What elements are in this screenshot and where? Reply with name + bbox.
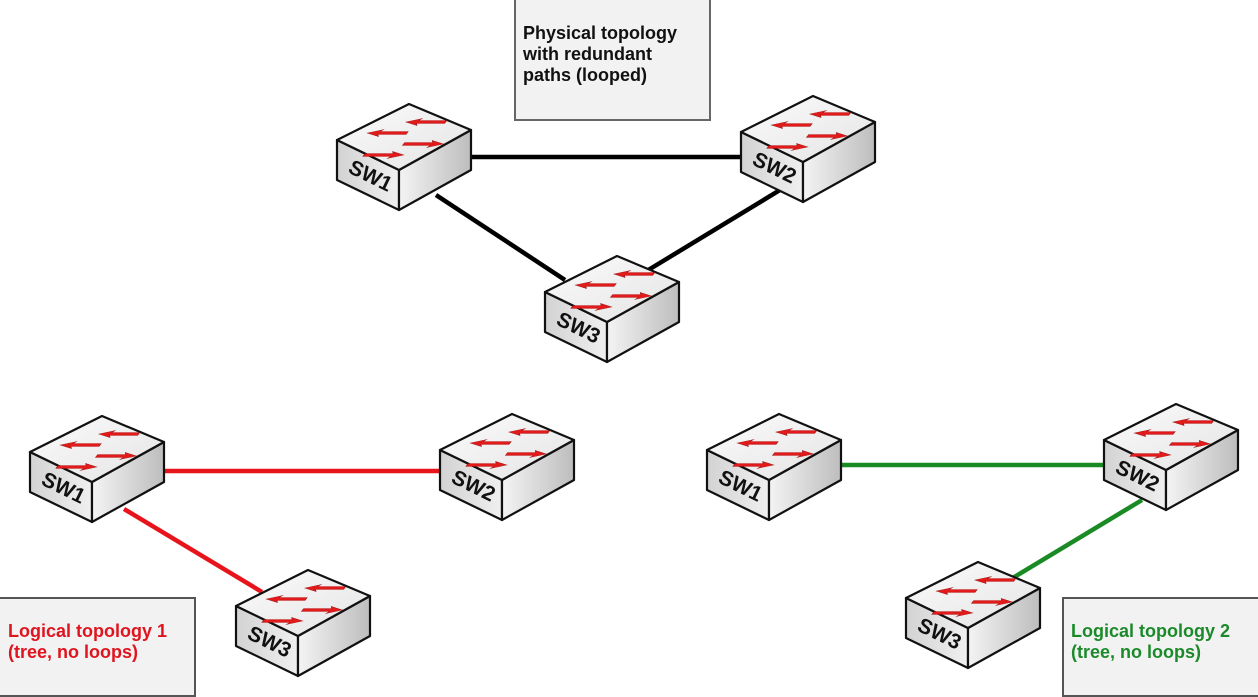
physical-label-line-2: with redundant — [523, 44, 652, 64]
physical-switch-sw3: SW3 — [545, 256, 679, 362]
logical1-label-line-2: (tree, no loops) — [8, 642, 138, 662]
logical2-switch-sw2: SW2 — [1104, 404, 1238, 510]
logical-topology-1-label: Logical topology 1 (tree, no loops) — [0, 597, 196, 697]
physical-topology-label: Physical topology with redundant paths (… — [514, 0, 711, 121]
logical2-switch-sw3: SW3 — [906, 562, 1040, 668]
logical1-switch-sw2: SW2 — [440, 414, 574, 520]
links-layer — [122, 154, 1144, 594]
logical1-switch-sw1: SW1 — [30, 416, 164, 522]
logical1-link-sw1-sw3 — [122, 507, 264, 594]
logical2-label-line-2: (tree, no loops) — [1071, 642, 1201, 662]
logical2-label-line-1: Logical topology 2 — [1071, 621, 1231, 641]
physical-label-line-3: paths (looped) — [523, 65, 647, 85]
logical1-label-line-1: Logical topology 1 — [8, 621, 168, 641]
physical-label-line-1: Physical topology — [523, 23, 678, 43]
physical-switch-sw2: SW2 — [741, 96, 875, 202]
physical-switch-sw1: SW1 — [337, 104, 471, 210]
physical-link-sw2-sw3 — [643, 188, 782, 274]
logical-topology-2-label: Logical topology 2 (tree, no loops) — [1062, 597, 1258, 697]
logical2-switch-sw1: SW1 — [707, 414, 841, 520]
physical-link-sw1-sw3 — [434, 193, 567, 282]
logical2-link-sw2-sw3 — [1004, 498, 1144, 584]
